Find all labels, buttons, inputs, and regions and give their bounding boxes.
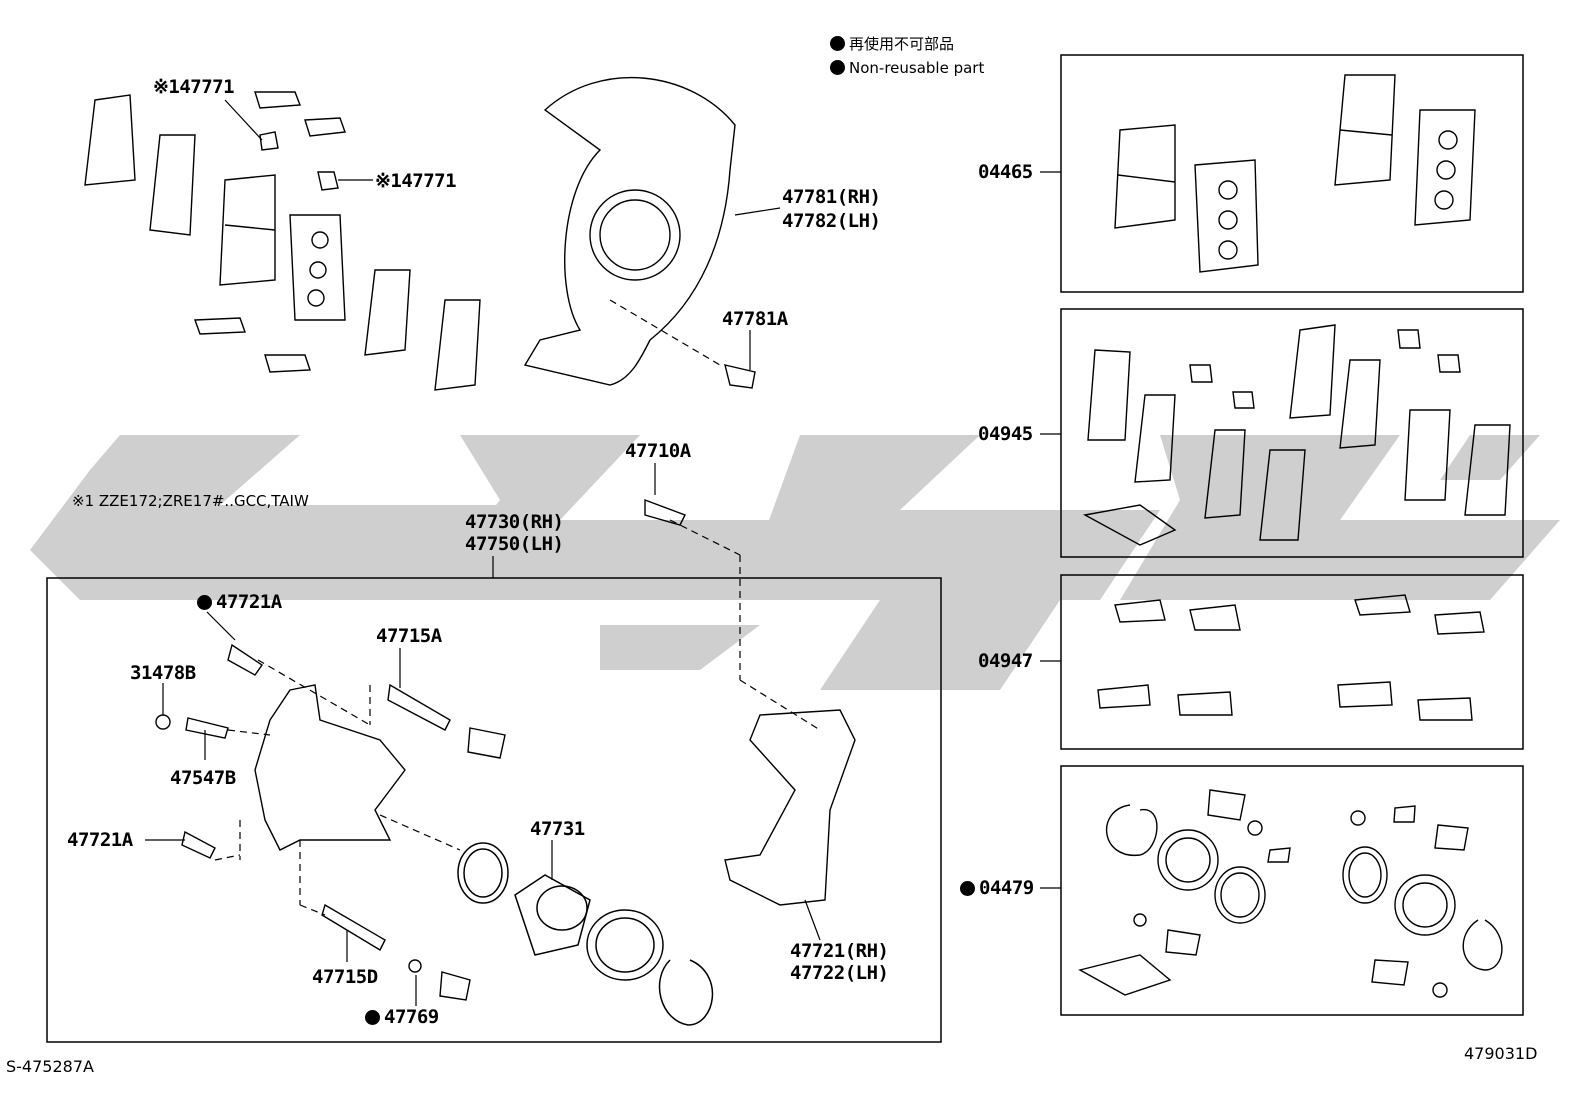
legend-jp: 再使用不可部品 <box>830 33 954 54</box>
footer-right-code: 479031D <box>1464 1044 1538 1063</box>
part-label-47750-lh[interactable]: 47750(LH) <box>465 533 564 555</box>
non-reusable-dot-icon <box>830 36 845 51</box>
kit-box-04479 <box>1060 765 1524 1016</box>
part-label-47547b[interactable]: 47547B <box>170 767 236 789</box>
part-label-47731[interactable]: 47731 <box>530 818 585 840</box>
part-label-47771-a[interactable]: ※147771 <box>153 76 235 98</box>
kit-label-04479[interactable]: 04479 <box>960 877 1034 899</box>
part-label-47721a-left[interactable]: 47721A <box>67 829 133 851</box>
non-reusable-dot-icon <box>960 881 975 896</box>
part-label-text: 04479 <box>979 877 1034 899</box>
legend-en-text: Non-reusable part <box>849 59 985 77</box>
part-label-47781a[interactable]: 47781A <box>722 308 788 330</box>
assembly-box <box>46 577 942 1043</box>
part-label-47721-rh[interactable]: 47721(RH) <box>790 940 889 962</box>
dust-shield-drawing <box>523 76 736 386</box>
model-note: ※1 ZZE172;ZRE17#..GCC,TAIW <box>72 492 309 510</box>
part-label-text: 47721A <box>216 591 282 613</box>
non-reusable-dot-icon <box>197 595 212 610</box>
part-label-47710a[interactable]: 47710A <box>625 440 691 462</box>
kit-box-04947 <box>1060 574 1524 750</box>
caliper-drawing <box>254 683 506 1001</box>
part-label-47715d[interactable]: 47715D <box>312 966 378 988</box>
non-reusable-dot-icon <box>365 1010 380 1025</box>
kit-label-04945[interactable]: 04945 <box>978 423 1033 445</box>
part-label-47722-lh[interactable]: 47722(LH) <box>790 962 889 984</box>
part-label-47782-lh[interactable]: 47782(LH) <box>782 210 881 232</box>
legend-jp-text: 再使用不可部品 <box>849 35 955 53</box>
part-label-47771-b[interactable]: ※147771 <box>375 170 457 192</box>
part-label-47721a-top[interactable]: 47721A <box>197 591 282 613</box>
non-reusable-dot-icon <box>830 60 845 75</box>
bracket-drawing <box>724 709 856 906</box>
part-label-47781-rh[interactable]: 47781(RH) <box>782 186 881 208</box>
legend-en: Non-reusable part <box>830 59 984 77</box>
part-label-47769[interactable]: 47769 <box>365 1006 439 1028</box>
kit-box-04465 <box>1060 54 1524 293</box>
part-label-47715a[interactable]: 47715A <box>376 625 442 647</box>
kit-label-04465[interactable]: 04465 <box>978 161 1033 183</box>
part-label-text: 47769 <box>384 1006 439 1028</box>
part-label-47730-rh[interactable]: 47730(RH) <box>465 511 564 533</box>
kit-box-04945 <box>1060 308 1524 558</box>
part-label-31478b[interactable]: 31478B <box>130 662 196 684</box>
footer-left-code: S-475287A <box>6 1057 94 1076</box>
watermark-logo <box>30 435 1560 690</box>
kit-label-04947[interactable]: 04947 <box>978 650 1033 672</box>
